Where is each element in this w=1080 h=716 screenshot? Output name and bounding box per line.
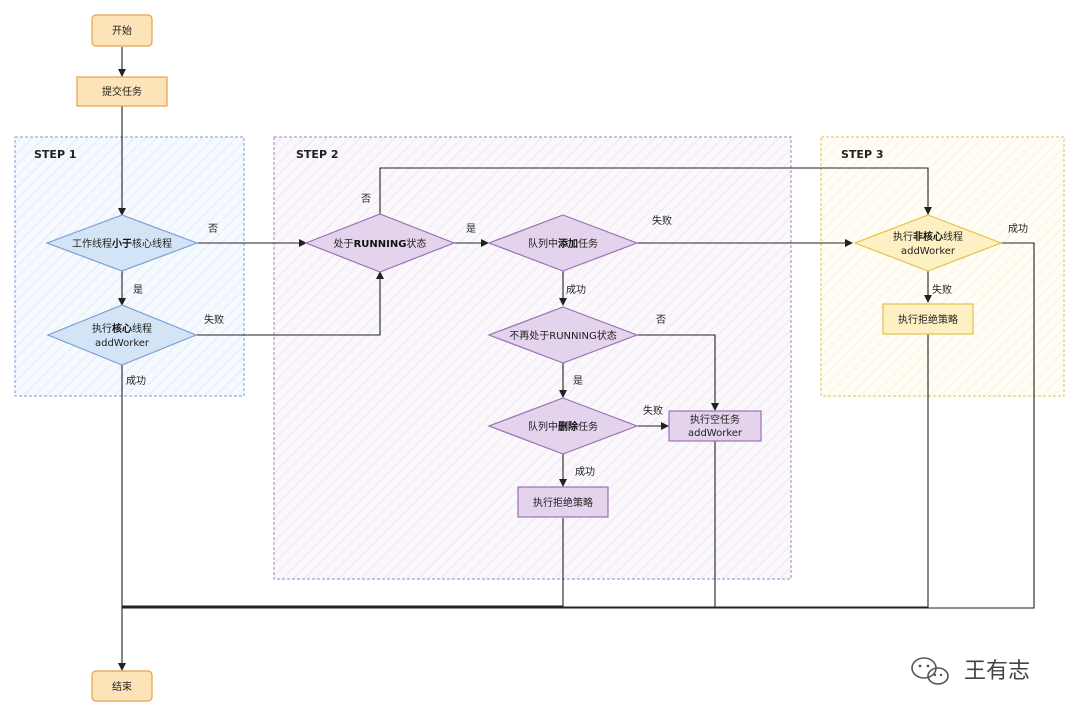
edge-running-noncore (379, 167, 932, 215)
wechat-icon (911, 657, 949, 685)
s1-decision-label: 工作线程小于核心线程 (72, 237, 172, 250)
s2-notrunning-label: 不再处于RUNNING状态 (509, 329, 616, 342)
step2-title: STEP 2 (296, 148, 339, 161)
edges (118, 47, 1035, 671)
label-s1-success: 成功 (126, 375, 146, 387)
s2-running-node (304, 213, 456, 273)
start-node (91, 14, 153, 47)
label-s1-fail: 失败 (204, 313, 224, 326)
label-s1-yes: 是 (133, 284, 143, 296)
s1-core-sublabel: addWorker (95, 338, 150, 349)
start-label: 开始 (112, 24, 132, 37)
s2-remove-node (487, 397, 639, 455)
s2-add-label: 队列中添加任务 (528, 237, 598, 250)
s3-reject-label: 执行拒绝策略 (898, 313, 958, 326)
label-running-yes: 是 (466, 223, 476, 235)
s3-reject-node (882, 303, 974, 335)
label-notrunning-no: 否 (656, 314, 666, 326)
s3-noncore-sublabel: addWorker (901, 246, 956, 257)
s1-core-label: 执行核心线程 (92, 322, 152, 335)
s1-decision-node (45, 214, 199, 272)
edge-notrunning-empty (637, 334, 719, 411)
s3-noncore-node (853, 214, 1003, 272)
submit-label: 提交任务 (102, 85, 142, 98)
s1-core-node (46, 304, 198, 366)
label-add-success: 成功 (566, 284, 586, 296)
edge-s3reject-end (122, 334, 929, 608)
watermark-text: 王有志 (964, 659, 1030, 684)
edge-s1core-running (196, 271, 384, 336)
label-s1-no: 否 (208, 223, 218, 235)
label-remove-fail: 失败 (643, 404, 663, 417)
submit-node (76, 76, 168, 107)
s2-reject-node (517, 486, 609, 518)
step1-title: STEP 1 (34, 148, 77, 161)
s2-running-label: 处于RUNNING状态 (334, 237, 427, 250)
s3-noncore-label: 执行非核心线程 (893, 230, 963, 243)
step3-region (820, 136, 1065, 397)
label-noncore-fail: 失败 (932, 283, 952, 296)
s2-remove-label: 队列中删除任务 (528, 420, 598, 433)
s2-empty-label: 执行空任务 (690, 413, 740, 426)
edge-s2reject-end (122, 518, 564, 607)
label-remove-success: 成功 (575, 466, 595, 478)
label-add-fail: 失败 (652, 214, 672, 227)
label-noncore-success: 成功 (1008, 223, 1028, 235)
label-running-no: 否 (361, 193, 371, 205)
s2-notrunning-node (487, 306, 639, 364)
s2-reject-label: 执行拒绝策略 (533, 496, 593, 509)
step3-title: STEP 3 (841, 148, 884, 161)
s2-add-node (487, 214, 639, 272)
edge-noncore-end (122, 242, 1035, 609)
s2-empty-sublabel: addWorker (688, 428, 743, 439)
end-node (91, 670, 153, 702)
s2-empty-node (668, 410, 762, 442)
end-label: 结束 (112, 680, 132, 693)
label-notrunning-yes: 是 (573, 375, 583, 387)
